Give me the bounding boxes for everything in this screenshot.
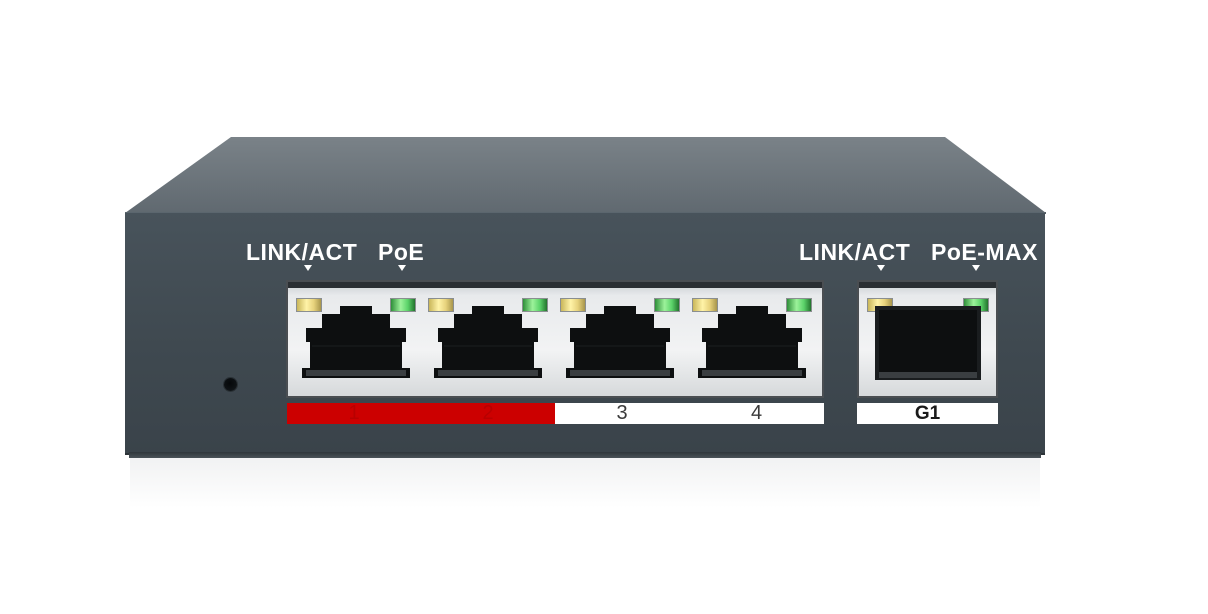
floor-reflection [130,458,1040,508]
rj45-socket-icon [566,306,674,378]
green-led-icon [522,298,548,312]
reset-pinhole-icon[interactable] [224,378,237,391]
amber-led-icon [296,298,322,312]
right-poe-max-arrow-icon [972,265,980,271]
left-poe-label: PoE [378,239,425,265]
rj45-socket-icon [875,306,981,380]
rj45-socket-icon [302,306,410,378]
uplink-port-label: G1 [857,403,998,424]
right-poe-max-label: PoE-MAX [931,239,1038,265]
port-block-top-shadow [288,282,822,288]
left-poe-arrow-icon [398,265,406,271]
left-link-act-arrow-icon [304,265,312,271]
right-link-act-label: LINK/ACT [799,239,911,265]
chassis-top-surface [125,137,1046,213]
green-led-icon [654,298,680,312]
green-led-icon [390,298,416,312]
green-led-icon [786,298,812,312]
rj45-port-4[interactable] [686,290,812,382]
rj45-socket-icon [698,306,806,378]
rj45-port-g1[interactable] [861,290,995,382]
amber-led-icon [428,298,454,312]
amber-led-icon [560,298,586,312]
rj45-port-2[interactable] [422,290,548,382]
right-link-act-arrow-icon [877,265,885,271]
port-number-1: 1 [287,403,421,424]
uplink-block-top-shadow [859,282,996,288]
port-number-strip: 1 2 3 4 [287,403,824,424]
rj45-socket-icon [434,306,542,378]
port-number-3: 3 [555,403,689,424]
port-number-4: 4 [689,403,824,424]
port-number-2: 2 [421,403,555,424]
chassis-bottom-lip [129,452,1041,458]
left-link-act-label: LINK/ACT [246,239,358,265]
rj45-port-3[interactable] [554,290,680,382]
amber-led-icon [692,298,718,312]
rj45-port-1[interactable] [290,290,416,382]
